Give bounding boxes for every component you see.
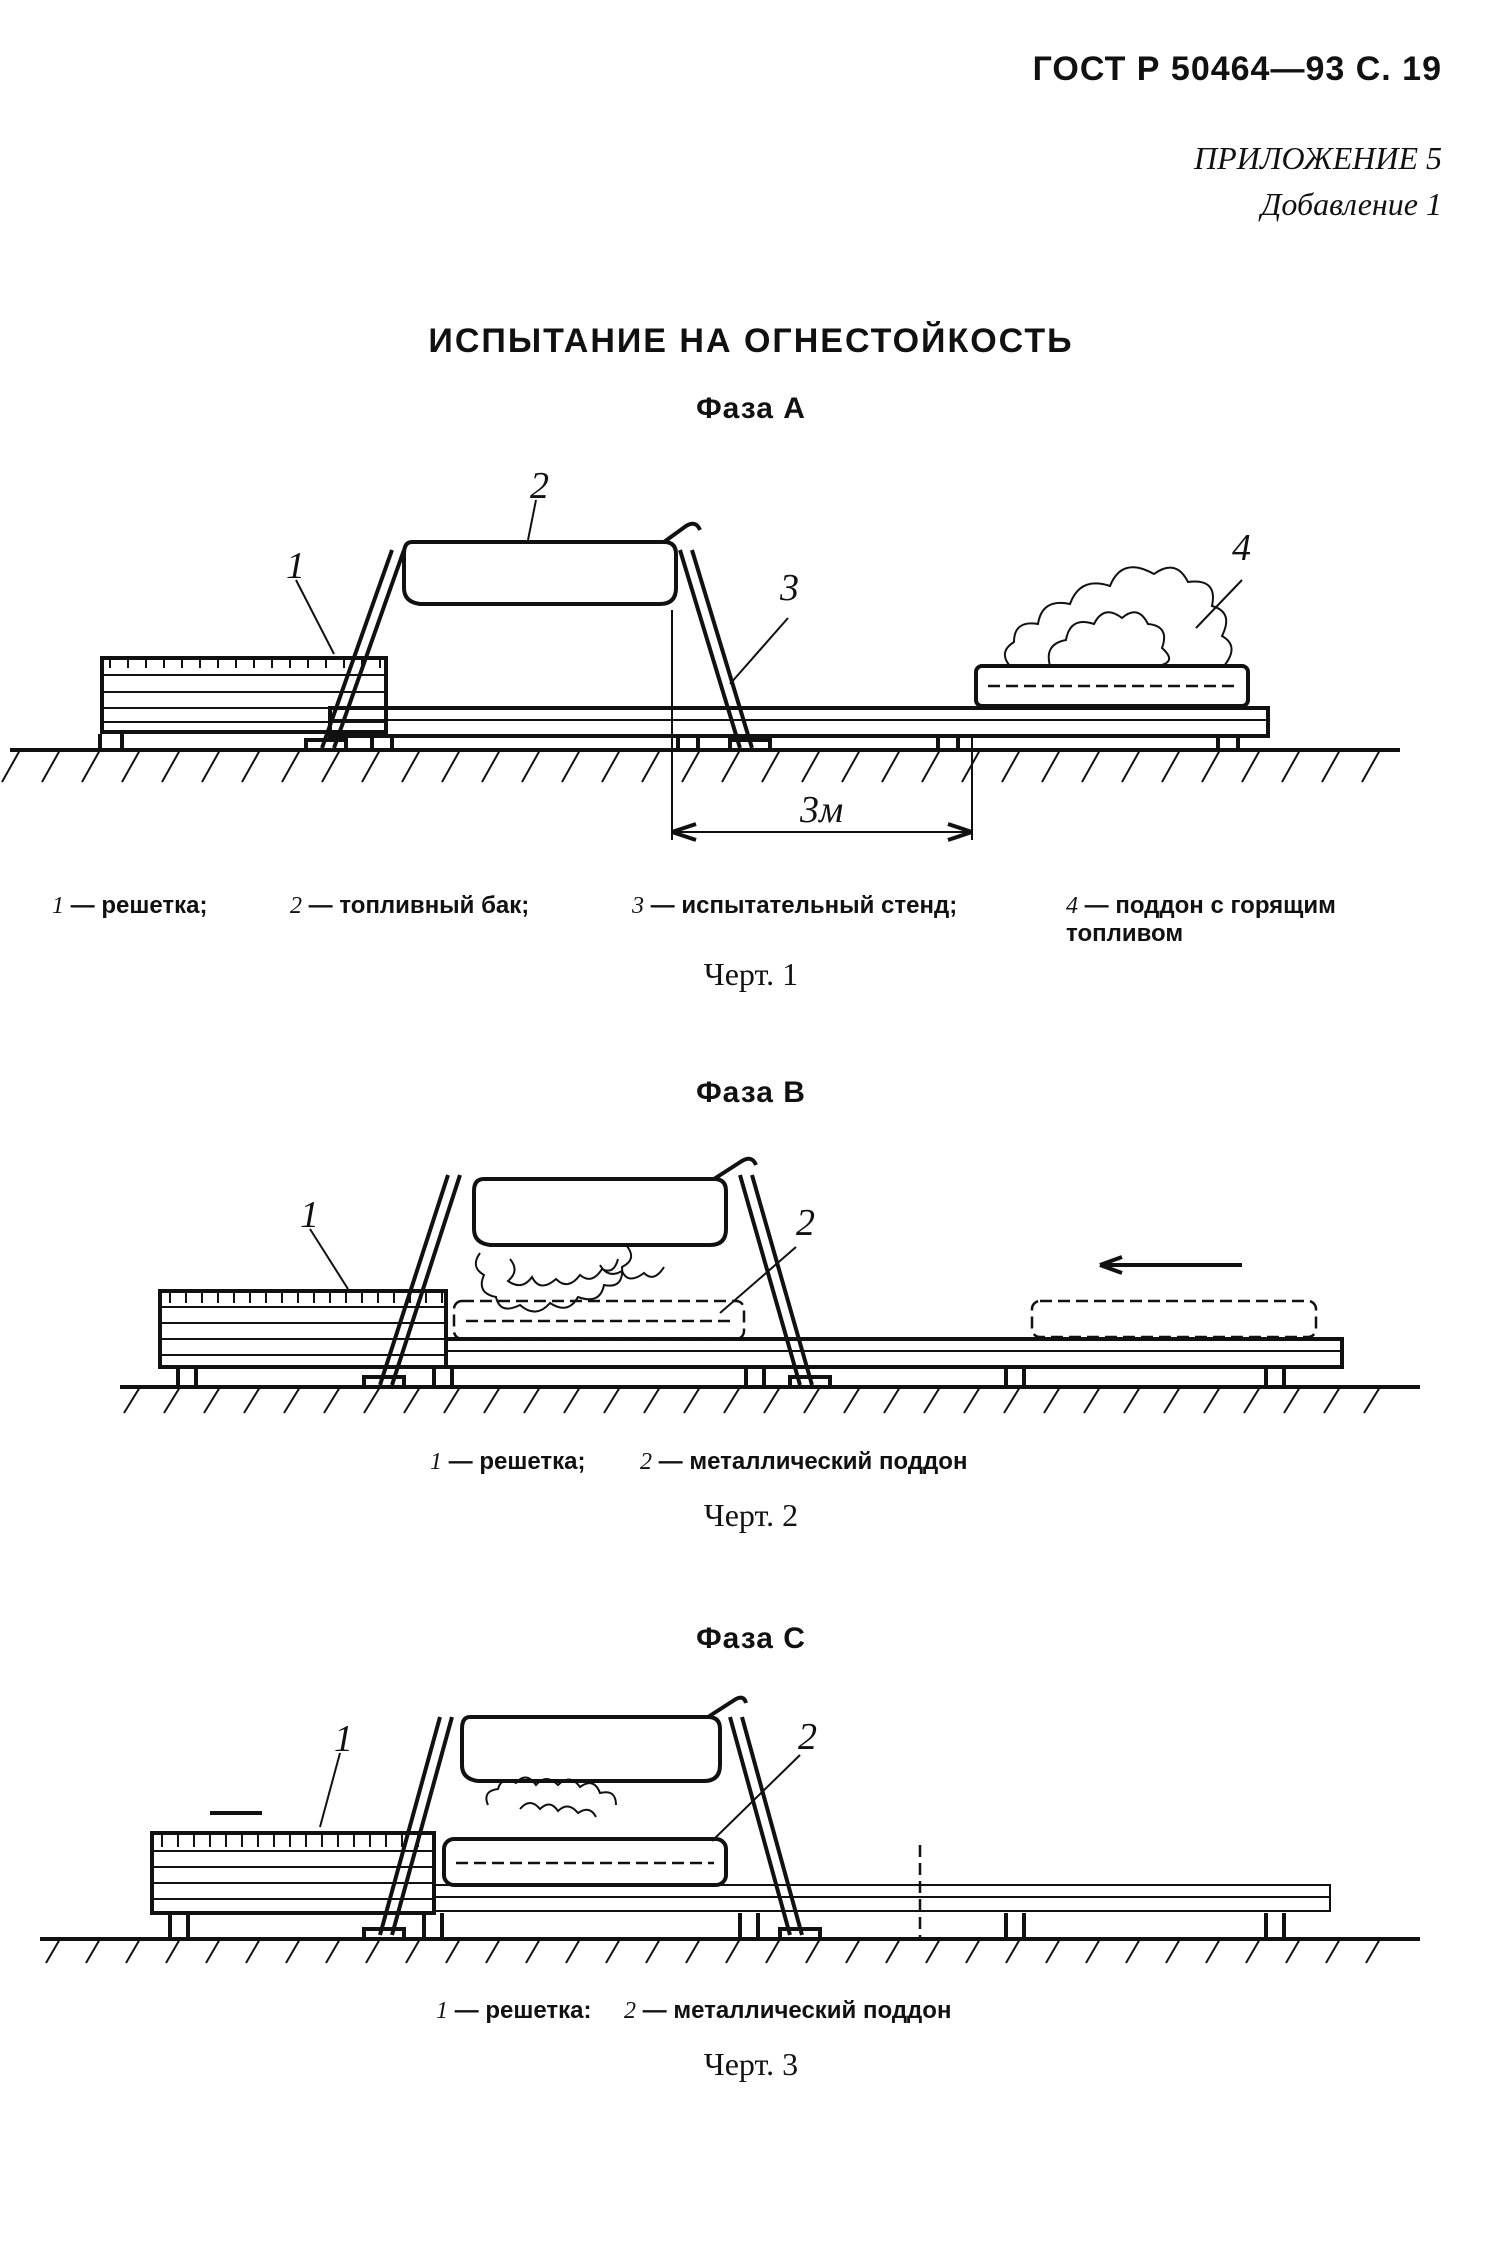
ground-hatching — [123, 1386, 1381, 1414]
callout-leader-3 — [729, 617, 789, 685]
callout-leader-4 — [1195, 579, 1243, 629]
fuel-tank — [460, 1695, 748, 1783]
rail-supports — [92, 734, 1248, 752]
rail-track — [328, 706, 1270, 738]
metal-tray — [442, 1837, 728, 1887]
figure-1-legend-1: 1 — решетка; — [52, 892, 208, 919]
appendix-subtitle: Добавление 1 — [1261, 186, 1442, 222]
rail-track — [433, 1845, 1331, 1939]
figure-2-legend-1: 1 — решетка; — [430, 1448, 586, 1475]
appendix-title: ПРИЛОЖЕНИЕ 5 — [1194, 140, 1442, 176]
callout-leader-1 — [309, 1228, 349, 1290]
metal-tray-moving — [1030, 1299, 1318, 1339]
ground-hatching — [45, 1938, 1381, 1964]
flames — [474, 1244, 665, 1313]
callout-leader-1 — [295, 579, 335, 655]
fuel-tank — [402, 521, 702, 606]
figure-2-legend-2: 2 — металлический поддон — [640, 1448, 968, 1475]
flames — [485, 1776, 617, 1818]
figure-2-phase-b-diagram: 1 2 — [120, 1156, 1420, 1414]
callout-label-1: 1 — [286, 545, 305, 587]
rail-track — [444, 1337, 1344, 1369]
test-stand — [362, 1174, 832, 1389]
figure-2-caption: Черт. 2 — [703, 1497, 799, 1533]
callout-label-1: 1 — [334, 1718, 353, 1760]
callout-label-2: 2 — [530, 470, 549, 507]
ground-hatching — [1, 749, 1381, 783]
figure-3-legend-1: 1 — решетка: — [436, 1997, 592, 2024]
callout-label-1: 1 — [300, 1194, 319, 1236]
dimension-3m-label: 3м — [799, 789, 843, 831]
grid-rack-left — [150, 1811, 436, 1915]
burning-fuel-tray — [974, 566, 1250, 708]
phase-b-heading: Фаза В — [696, 1076, 806, 1109]
callout-leader-2 — [527, 499, 537, 541]
phase-c-heading: Фаза С — [696, 1622, 806, 1655]
figure-1-legend-4: 4 — поддон с горящим топливом — [1066, 892, 1336, 947]
callout-label-2: 2 — [796, 1202, 815, 1244]
page-header-code: ГОСТ Р 50464—93 С. 19 — [1032, 50, 1442, 88]
figure-1-legend-2: 2 — топливный бак; — [290, 892, 530, 919]
callout-label-3: 3 — [779, 567, 799, 609]
dimension-3m — [671, 610, 973, 842]
rail-supports — [162, 1913, 1292, 1941]
callout-leader-2 — [719, 1246, 797, 1314]
fuel-tank — [472, 1156, 758, 1247]
callout-label-2: 2 — [798, 1716, 817, 1758]
figure-3-legend-2: 2 — металлический поддон — [624, 1997, 952, 2024]
figure-1-caption: Черт. 1 — [703, 956, 799, 992]
callout-label-4: 4 — [1232, 527, 1251, 569]
main-title: ИСПЫТАНИЕ НА ОГНЕСТОЙКОСТЬ — [428, 322, 1074, 360]
rail-supports — [170, 1367, 1292, 1389]
direction-arrow — [1099, 1255, 1242, 1275]
test-stand — [304, 549, 772, 752]
callout-leader-1 — [319, 1752, 341, 1828]
metal-tray-under-tank — [452, 1299, 746, 1341]
figure-3-phase-c-diagram: 1 2 — [40, 1695, 1420, 1964]
test-stand — [362, 1716, 822, 1941]
figure-1-legend-3: 3 — испытательный стенд; — [632, 892, 958, 919]
figure-3-caption: Черт. 3 — [703, 2046, 799, 2082]
phase-a-heading: Фаза А — [696, 392, 806, 425]
callout-leader-2 — [711, 1754, 801, 1842]
figure-1-phase-a-diagram: 3м 1 2 3 4 — [1, 470, 1400, 842]
